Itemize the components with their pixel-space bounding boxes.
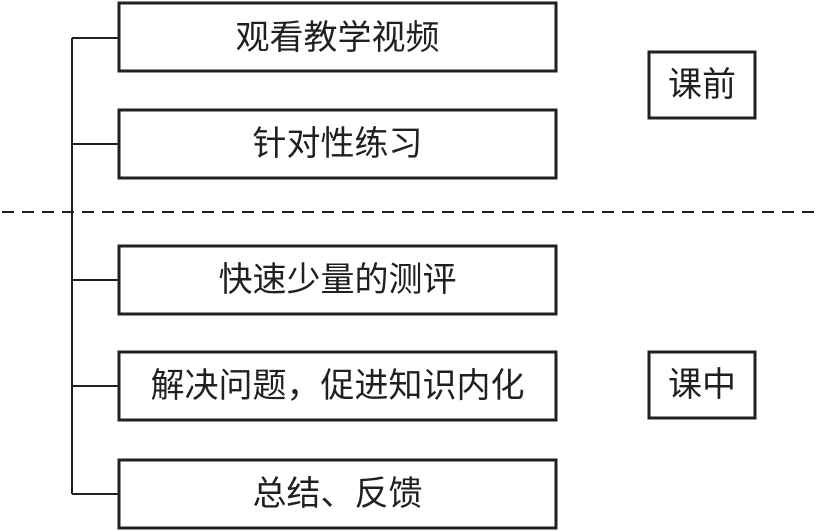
phase-label-pre-class-text: 课前 [668, 65, 736, 105]
step-box-3: 快速少量的测评 [117, 244, 558, 316]
step-box-4: 解决问题，促进知识内化 [117, 350, 558, 422]
step-box-3-label: 快速少量的测评 [219, 260, 457, 300]
phase-label-in-class-frame [647, 350, 757, 420]
phase-label-in-class-text: 课中 [668, 365, 736, 405]
step-box-1-label: 观看教学视频 [236, 18, 440, 58]
step-box-1: 观看教学视频 [117, 1, 558, 73]
phase-label-pre-class: 课前 [647, 50, 757, 120]
step-box-5: 总结、反馈 [117, 458, 558, 530]
step-box-4-label: 解决问题，促进知识内化 [151, 366, 525, 406]
step-box-5-frame [117, 458, 558, 530]
step-box-1-frame [117, 1, 558, 73]
step-box-2: 针对性练习 [117, 108, 558, 180]
phase-label-pre-class-frame [647, 50, 757, 120]
step-box-5-label: 总结、反馈 [253, 474, 423, 514]
step-box-2-label: 针对性练习 [253, 124, 423, 164]
step-box-3-frame [117, 244, 558, 316]
step-box-2-frame [117, 108, 558, 180]
phase-label-in-class: 课中 [647, 350, 757, 420]
step-box-4-frame [117, 350, 558, 422]
